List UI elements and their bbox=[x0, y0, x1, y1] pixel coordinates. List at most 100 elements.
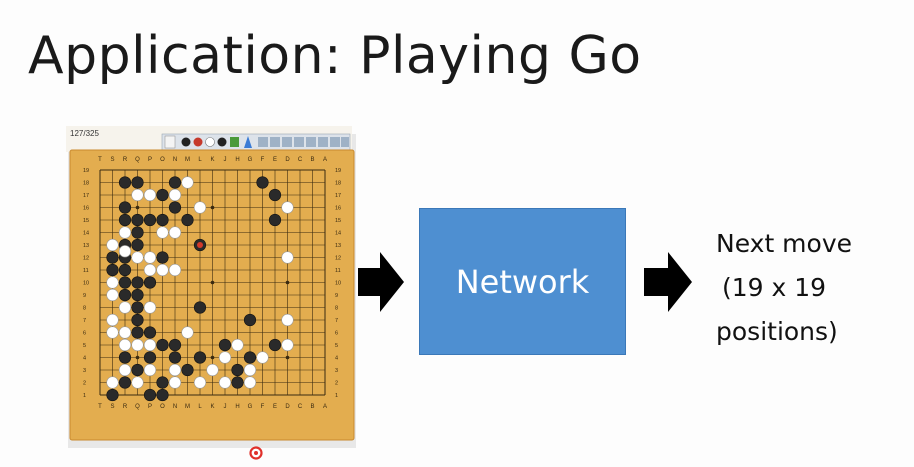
white-stone bbox=[218, 351, 232, 364]
black-stone bbox=[193, 351, 207, 364]
row-label: 12 bbox=[83, 256, 89, 262]
column-label: M bbox=[185, 404, 190, 410]
triangle-icon[interactable] bbox=[244, 136, 252, 148]
forward-icon[interactable] bbox=[318, 137, 328, 147]
white-stone bbox=[118, 338, 132, 352]
black-stone bbox=[131, 238, 144, 252]
next-icon[interactable] bbox=[306, 137, 316, 147]
column-label: F bbox=[261, 404, 265, 410]
black-stone bbox=[193, 301, 207, 314]
white-stone bbox=[106, 238, 119, 252]
white-stone bbox=[106, 326, 119, 339]
column-label: S bbox=[110, 404, 114, 410]
white-stone bbox=[168, 376, 182, 389]
column-label: T bbox=[98, 404, 102, 410]
white-stone-icon[interactable] bbox=[205, 137, 215, 147]
forward-ten-icon[interactable] bbox=[330, 137, 340, 147]
black-stone bbox=[118, 351, 132, 364]
column-label: P bbox=[148, 157, 152, 163]
first-move-icon[interactable] bbox=[258, 137, 268, 147]
black-stone bbox=[243, 351, 257, 364]
column-label: D bbox=[285, 404, 290, 410]
back-icon[interactable] bbox=[282, 137, 292, 147]
black-stone bbox=[231, 376, 244, 389]
board-toolbar[interactable] bbox=[161, 133, 351, 151]
move-counter: 127/325 bbox=[70, 129, 99, 138]
row-label: 7 bbox=[335, 318, 338, 324]
black-stone-icon[interactable] bbox=[181, 137, 191, 147]
column-label: D bbox=[285, 157, 290, 163]
white-stone bbox=[106, 288, 119, 302]
back-ten-icon[interactable] bbox=[270, 137, 280, 147]
white-stone bbox=[143, 363, 157, 377]
row-label: 10 bbox=[335, 281, 341, 287]
black-stone bbox=[143, 326, 157, 339]
white-stone bbox=[131, 251, 144, 264]
white-stone bbox=[156, 263, 169, 277]
black-stone bbox=[156, 388, 169, 402]
column-label: B bbox=[310, 404, 314, 410]
star-point bbox=[285, 355, 290, 360]
prev-icon[interactable] bbox=[294, 137, 304, 147]
row-label: 16 bbox=[335, 206, 341, 212]
laser-pointer-icon bbox=[249, 446, 263, 460]
column-label: T bbox=[98, 157, 102, 163]
black-stone bbox=[118, 376, 132, 389]
row-label: 18 bbox=[335, 181, 341, 187]
column-label: O bbox=[160, 404, 165, 410]
black-stone bbox=[131, 326, 144, 339]
column-label: N bbox=[173, 157, 177, 163]
white-stone bbox=[106, 276, 119, 289]
black-stone bbox=[131, 288, 144, 302]
white-stone bbox=[231, 338, 244, 352]
network-box: Network bbox=[419, 208, 626, 355]
white-stone bbox=[281, 201, 294, 214]
input-arrow-icon bbox=[358, 252, 404, 312]
black-stone bbox=[131, 363, 144, 377]
black-stone bbox=[181, 363, 194, 377]
black-stone bbox=[168, 176, 182, 189]
white-stone bbox=[193, 376, 207, 389]
black-stone bbox=[156, 376, 169, 389]
output-line-3: positions) bbox=[716, 317, 838, 346]
white-stone bbox=[168, 363, 182, 377]
row-label: 11 bbox=[335, 268, 341, 274]
red-marker-icon[interactable] bbox=[193, 137, 203, 147]
column-label: G bbox=[248, 404, 253, 410]
star-point bbox=[135, 205, 140, 210]
column-label: F bbox=[261, 157, 265, 163]
black-stone bbox=[268, 213, 282, 227]
black-stone bbox=[143, 351, 157, 364]
row-label: 10 bbox=[83, 281, 89, 287]
last-move-marker bbox=[197, 242, 203, 248]
black-stone bbox=[131, 313, 144, 327]
white-stone bbox=[143, 251, 157, 264]
output-line-1: Next move bbox=[716, 229, 853, 258]
column-label: O bbox=[160, 157, 165, 163]
black-stone bbox=[231, 363, 244, 377]
row-label: 16 bbox=[83, 206, 89, 212]
last-move-icon[interactable] bbox=[341, 137, 349, 147]
row-label: 8 bbox=[335, 306, 338, 312]
white-stone bbox=[181, 176, 194, 189]
white-stone bbox=[206, 363, 219, 377]
tree-icon[interactable] bbox=[230, 137, 239, 147]
black-stone bbox=[168, 351, 182, 364]
black-stone bbox=[118, 288, 132, 302]
row-label: 5 bbox=[83, 343, 86, 349]
column-label: C bbox=[298, 157, 303, 163]
black-stone bbox=[156, 251, 169, 264]
black-stone bbox=[131, 276, 144, 289]
column-label: E bbox=[273, 404, 277, 410]
black-stone-icon-2[interactable] bbox=[217, 137, 227, 147]
row-label: 8 bbox=[83, 306, 86, 312]
white-stone bbox=[281, 338, 294, 352]
white-stone bbox=[143, 338, 157, 352]
white-stone bbox=[143, 263, 157, 277]
black-stone bbox=[181, 213, 194, 227]
black-stone bbox=[156, 188, 169, 202]
black-stone bbox=[106, 388, 119, 402]
